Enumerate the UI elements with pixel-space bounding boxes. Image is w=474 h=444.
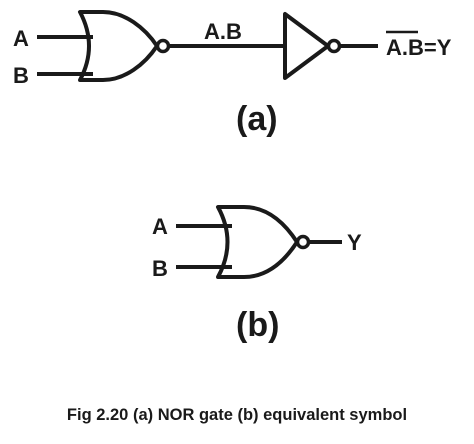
a-intermediate-label: A.B [204, 19, 242, 44]
b-input-b-label: B [152, 256, 168, 281]
a-output-expr: A.B=Y [386, 35, 452, 60]
b-figure-label: (b) [236, 306, 279, 344]
b-output-label: Y [347, 230, 362, 255]
b-input-a-label: A [152, 214, 168, 239]
a-inverter-bubble [326, 38, 342, 54]
a-or-gate-body [78, 10, 159, 82]
a-inverter-body [283, 12, 330, 80]
diagram-b: A B Y (b) [152, 205, 362, 344]
diagram-a: A B A.B A.B=Y (a) [13, 10, 452, 138]
b-nor-gate-bubble [295, 234, 311, 250]
a-input-a-label: A [13, 26, 29, 51]
a-figure-label: (a) [236, 100, 278, 138]
b-nor-gate-body [216, 205, 299, 279]
a-input-b-label: B [13, 63, 29, 88]
a-or-gate-bubble [155, 38, 171, 54]
figure-caption: Fig 2.20 (a) NOR gate (b) equivalent sym… [67, 406, 407, 424]
